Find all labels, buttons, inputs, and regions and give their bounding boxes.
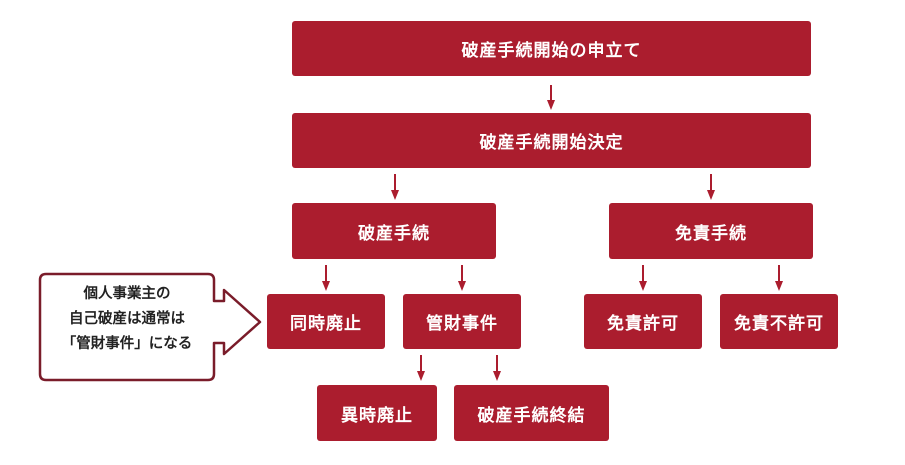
- administration-case-box: 管財事件: [403, 294, 521, 349]
- petition-box: 破産手続開始の申立て: [292, 21, 811, 76]
- callout-line-2: 自己破産は通常は: [69, 311, 185, 327]
- simultaneous-abolition-box: 同時廃止: [267, 294, 385, 349]
- discharge-denied-box: 免責不許可: [720, 294, 838, 349]
- discharge-procedure-box: 免責手続: [609, 203, 813, 259]
- callout-line-3: 「管財事件」になる: [61, 336, 193, 352]
- callout-line-1: 個人事業主の: [83, 286, 171, 302]
- bankruptcy-termination-box: 破産手続終結: [454, 385, 609, 441]
- bankruptcy-procedure-box: 破産手続: [292, 203, 496, 259]
- distinct-abolition-box: 異時廃止: [317, 385, 437, 441]
- callout-text: 個人事業主の 自己破産は通常は 「管財事件」になる: [42, 282, 212, 357]
- decision-box: 破産手続開始決定: [292, 113, 811, 168]
- callout-bubble: [38, 272, 262, 382]
- discharge-granted-box: 免責許可: [584, 294, 702, 349]
